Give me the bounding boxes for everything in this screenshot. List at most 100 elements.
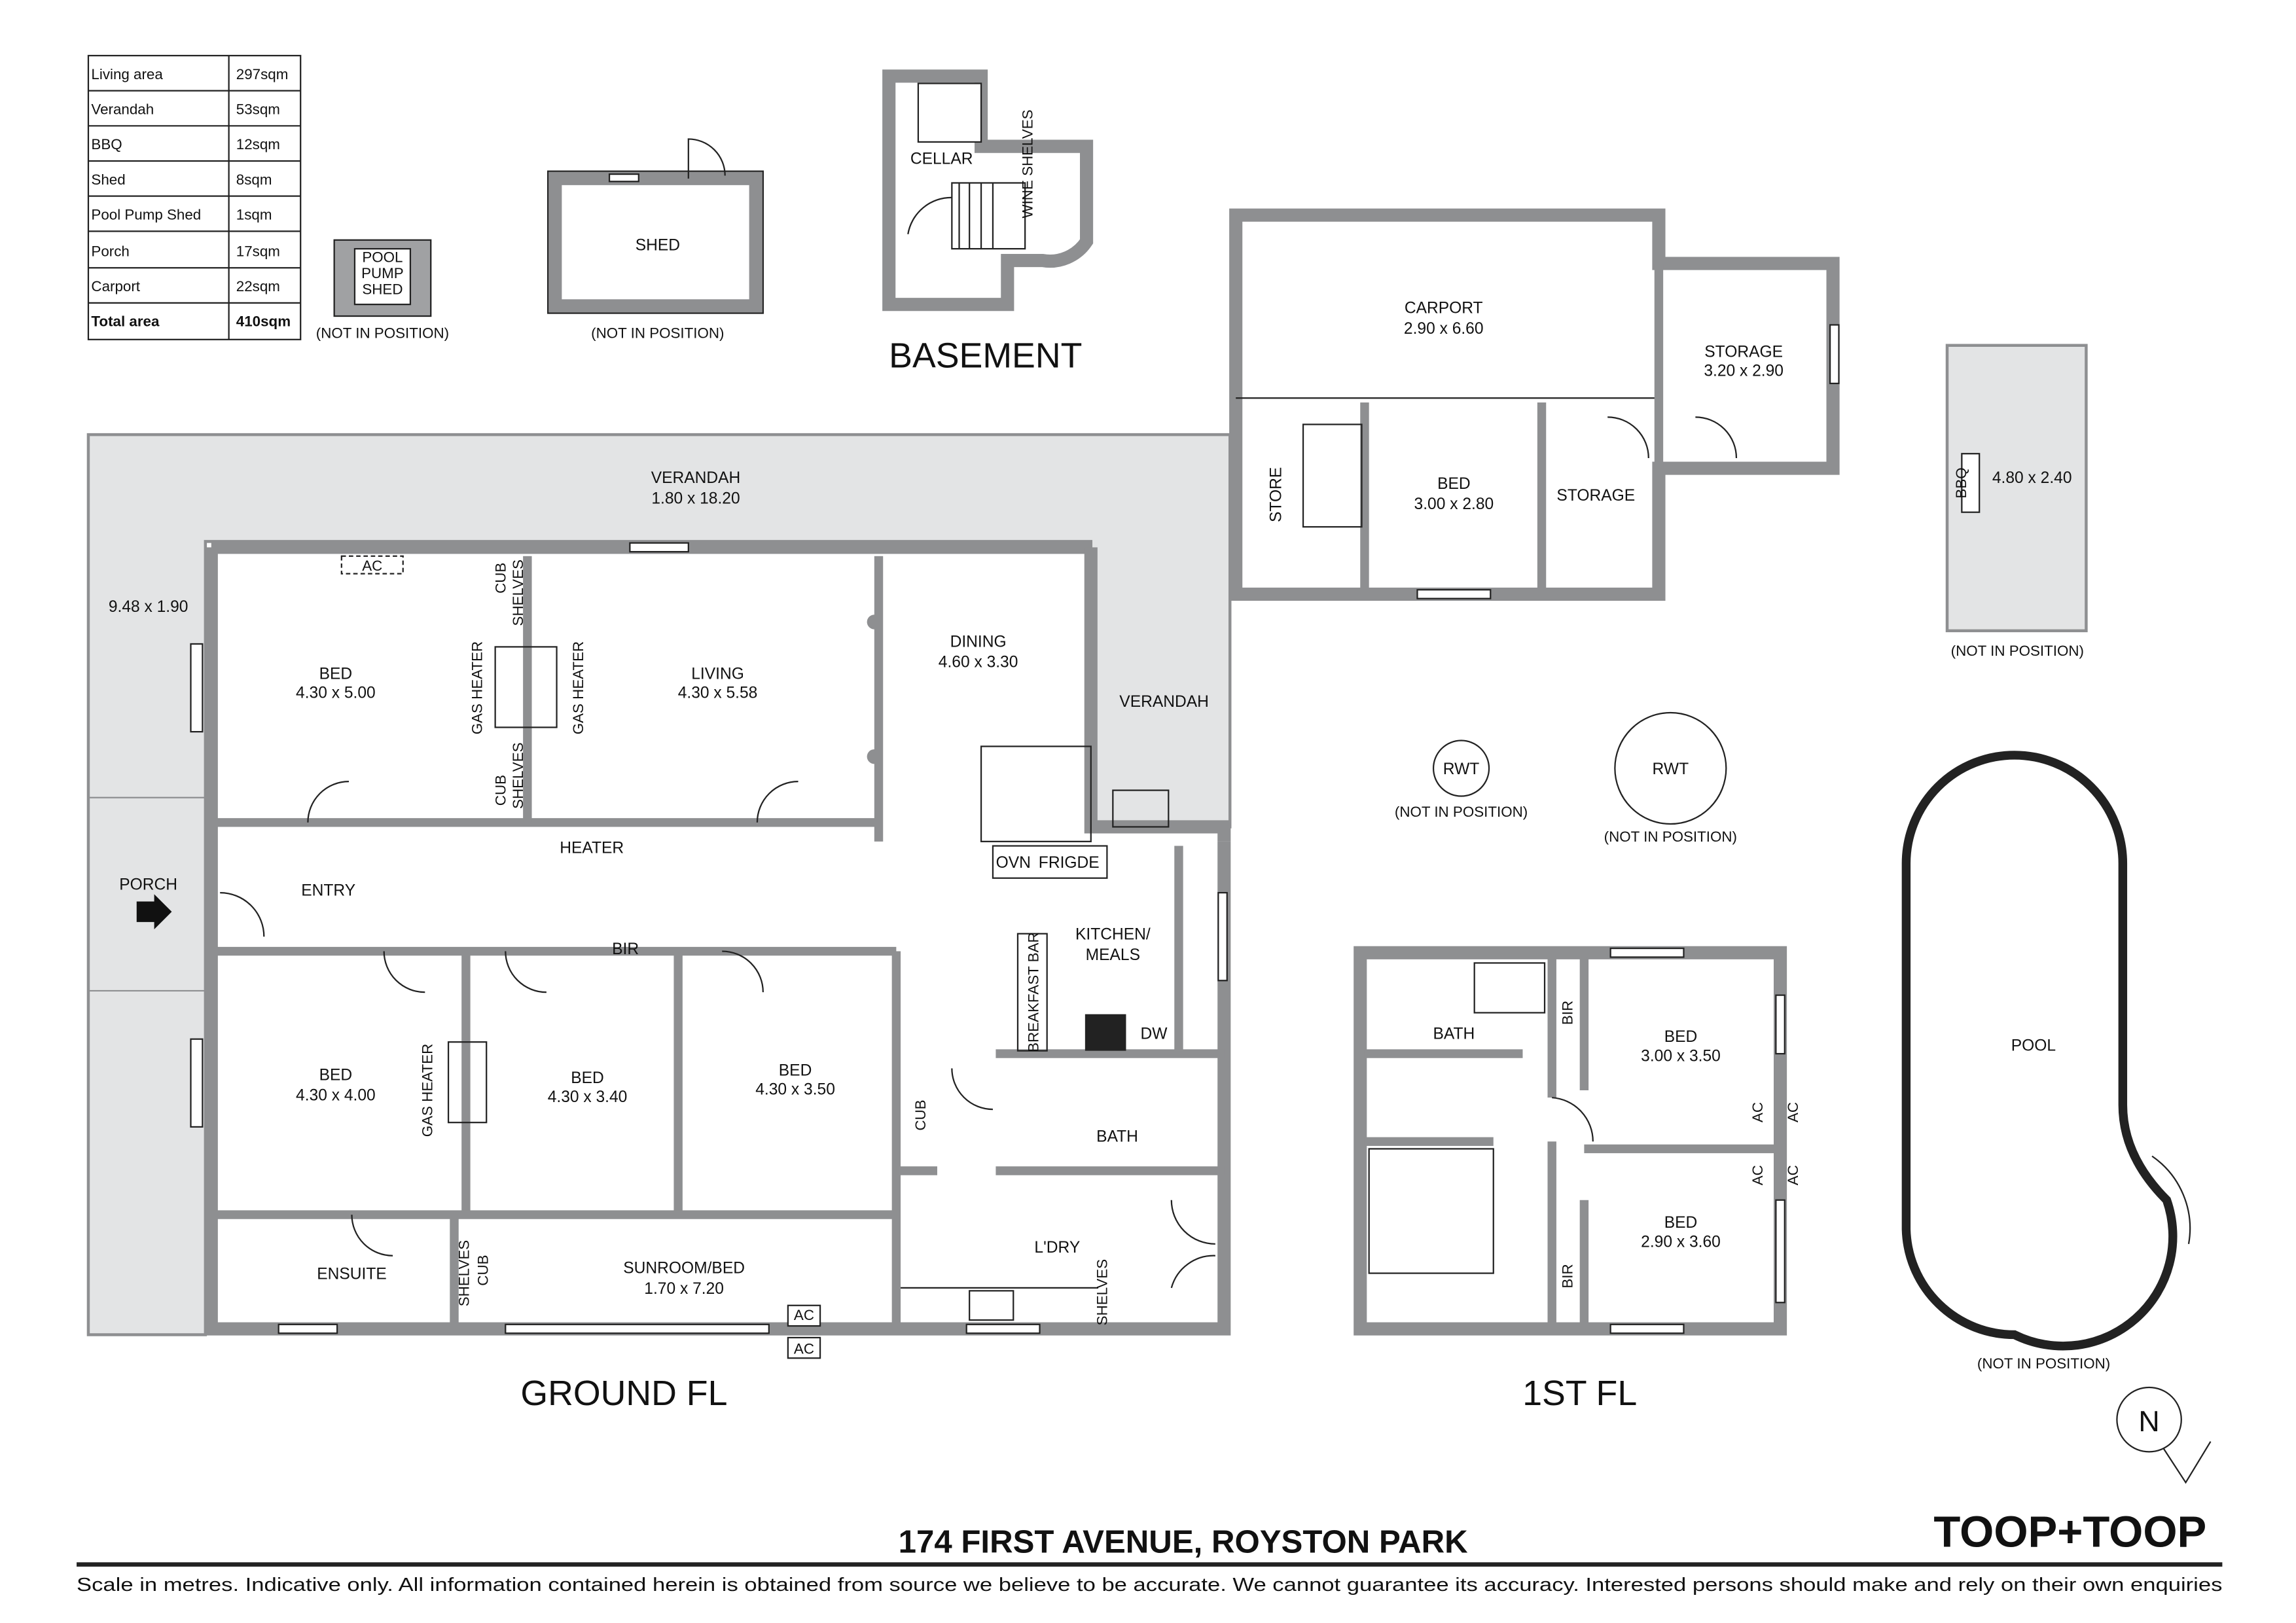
table-value: 8sqm <box>236 171 272 188</box>
disclaimer: Scale in metres. Indicative only. All in… <box>77 1575 2222 1596</box>
rwt-label: RWT <box>1443 760 1480 778</box>
room-name: LIVING <box>691 666 744 683</box>
breakfast-bar-label: BREAKFAST BAR <box>1025 932 1041 1052</box>
basement-title: BASEMENT <box>889 336 1082 375</box>
side-verandah-size: 9.48 x 1.90 <box>109 598 188 616</box>
pool-label: POOL <box>2011 1037 2056 1055</box>
heater-label: HEATER <box>560 840 624 857</box>
rainwater-tanks: RWT (NOT IN POSITION) RWT (NOT IN POSITI… <box>1395 711 1737 845</box>
room-size: 4.30 x 5.00 <box>296 685 376 702</box>
room-name: BATH <box>1096 1128 1138 1145</box>
verandah-label: VERANDAH <box>651 469 741 487</box>
table-value: 17sqm <box>236 243 280 259</box>
north-label: N <box>2138 1406 2159 1438</box>
bbq-label: BBQ <box>1953 467 1969 498</box>
dishwasher-label: DW <box>1140 1026 1168 1043</box>
table-label: BBQ <box>91 136 122 152</box>
ground-floor-labels: AC BED 4.30 x 5.00 GAS HEATER GAS HEATER… <box>296 558 1168 1413</box>
room-name: ENSUITE <box>317 1265 387 1283</box>
room-size: 2.90 x 3.60 <box>1641 1233 1721 1251</box>
gas-heater-label: GAS HEATER <box>570 641 586 734</box>
first-floor-title: 1ST FL <box>1522 1374 1637 1413</box>
table-value: 297sqm <box>236 66 289 82</box>
shed-label: SHED <box>636 236 680 254</box>
pool-pump-shed: POOL PUMP SHED (NOT IN POSITION) <box>316 239 449 342</box>
room-name: MEALS <box>1086 946 1140 964</box>
room-name: ENTRY <box>301 882 355 900</box>
room-name: DINING <box>950 633 1007 651</box>
table-value: 1sqm <box>236 206 272 223</box>
table-label: Living area <box>91 66 163 82</box>
table-label: Porch <box>91 243 129 259</box>
room-name: BED <box>1437 475 1471 493</box>
bir-label: BIR <box>612 940 639 958</box>
porch-label: PORCH <box>119 876 177 894</box>
room-name: BED <box>571 1069 604 1087</box>
room-size: 1.70 x 7.20 <box>644 1280 724 1298</box>
gas-heater-label: GAS HEATER <box>419 1044 435 1137</box>
room-name: BED <box>319 1066 353 1084</box>
brand-logo: TOOP+TOOP <box>1933 1508 2206 1557</box>
shelves-label: SHELVES <box>510 560 526 626</box>
table-value: 12sqm <box>236 136 280 152</box>
cub-label: CUB <box>912 1099 929 1130</box>
room-size: 3.00 x 2.80 <box>1414 495 1494 513</box>
pool: POOL (NOT IN POSITION) <box>1901 751 2191 1372</box>
room-name: STORAGE <box>1704 344 1783 361</box>
room-name: STORE <box>1267 467 1285 522</box>
ac-label: AC <box>1785 1165 1801 1185</box>
room-size: 4.30 x 5.58 <box>678 685 758 702</box>
room-name: KITCHEN/ <box>1075 926 1151 944</box>
entry-arrow-icon <box>136 894 172 930</box>
ac-label: AC <box>362 558 382 574</box>
room-name: STORAGE <box>1556 487 1635 505</box>
pool-pump-shed-label: PUMP <box>361 265 404 281</box>
table-label: Verandah <box>91 101 154 117</box>
not-in-position-note: (NOT IN POSITION) <box>1604 829 1737 845</box>
room-name: BED <box>1664 1214 1698 1232</box>
table-total-value: 410sqm <box>236 313 291 330</box>
room-size: 4.30 x 4.00 <box>296 1087 376 1105</box>
room-size: 2.90 x 6.60 <box>1404 320 1484 338</box>
not-in-position-note: (NOT IN POSITION) <box>1395 804 1528 820</box>
room-size: 4.30 x 3.50 <box>755 1081 835 1099</box>
ground-floor-walls <box>190 541 1231 1359</box>
ac-label: AC <box>794 1341 814 1357</box>
not-in-position-note: (NOT IN POSITION) <box>1951 643 2084 659</box>
ac-label: AC <box>1749 1102 1766 1122</box>
room-size: 4.60 x 3.30 <box>939 654 1018 671</box>
table-value: 53sqm <box>236 101 280 117</box>
shed: SHED (NOT IN POSITION) <box>547 138 764 342</box>
verandah: VERANDAH 1.80 x 18.20 9.48 x 1.90 VERAND… <box>86 433 1232 1336</box>
room-size: 4.30 x 3.40 <box>548 1088 628 1106</box>
table-label: Shed <box>91 171 125 188</box>
bir-label: BIR <box>1560 1001 1576 1025</box>
table-label: Pool Pump Shed <box>91 206 201 223</box>
property-address: 174 FIRST AVENUE, ROYSTON PARK <box>899 1524 1469 1560</box>
room-name: BED <box>1664 1028 1698 1046</box>
first-floor: BATH BIR BIR BED 3.00 x 3.50 BED 2.90 x … <box>1354 946 1801 1413</box>
fridge-label: FRIGDE <box>1039 854 1100 872</box>
cellar-label: CELLAR <box>910 150 973 168</box>
oven-label: OVN <box>996 854 1031 872</box>
shelves-label: SHELVES <box>456 1240 472 1306</box>
not-in-position-note: (NOT IN POSITION) <box>591 325 724 342</box>
verandah-size: 1.80 x 18.20 <box>651 490 740 507</box>
table-total-label: Total area <box>91 313 160 330</box>
footer: 174 FIRST AVENUE, ROYSTON PARK TOOP+TOOP… <box>77 1508 2222 1596</box>
verandah-right-label: VERANDAH <box>1119 693 1209 711</box>
room-name: BED <box>779 1062 812 1080</box>
ground-floor-title: GROUND FL <box>520 1374 727 1413</box>
rwt-label: RWT <box>1653 760 1689 778</box>
ac-label: AC <box>1785 1102 1801 1122</box>
table-label: Carport <box>91 278 140 294</box>
cub-label: CUB <box>492 563 509 594</box>
room-size: 3.20 x 2.90 <box>1704 363 1784 380</box>
pool-pump-shed-label: SHED <box>362 281 403 297</box>
room-size: 3.00 x 3.50 <box>1641 1047 1721 1065</box>
north-compass-icon: N <box>2116 1386 2212 1484</box>
room-name: SUNROOM/BED <box>623 1260 745 1277</box>
cub-label: CUB <box>492 775 509 806</box>
shelves-label: SHELVES <box>1094 1259 1110 1326</box>
